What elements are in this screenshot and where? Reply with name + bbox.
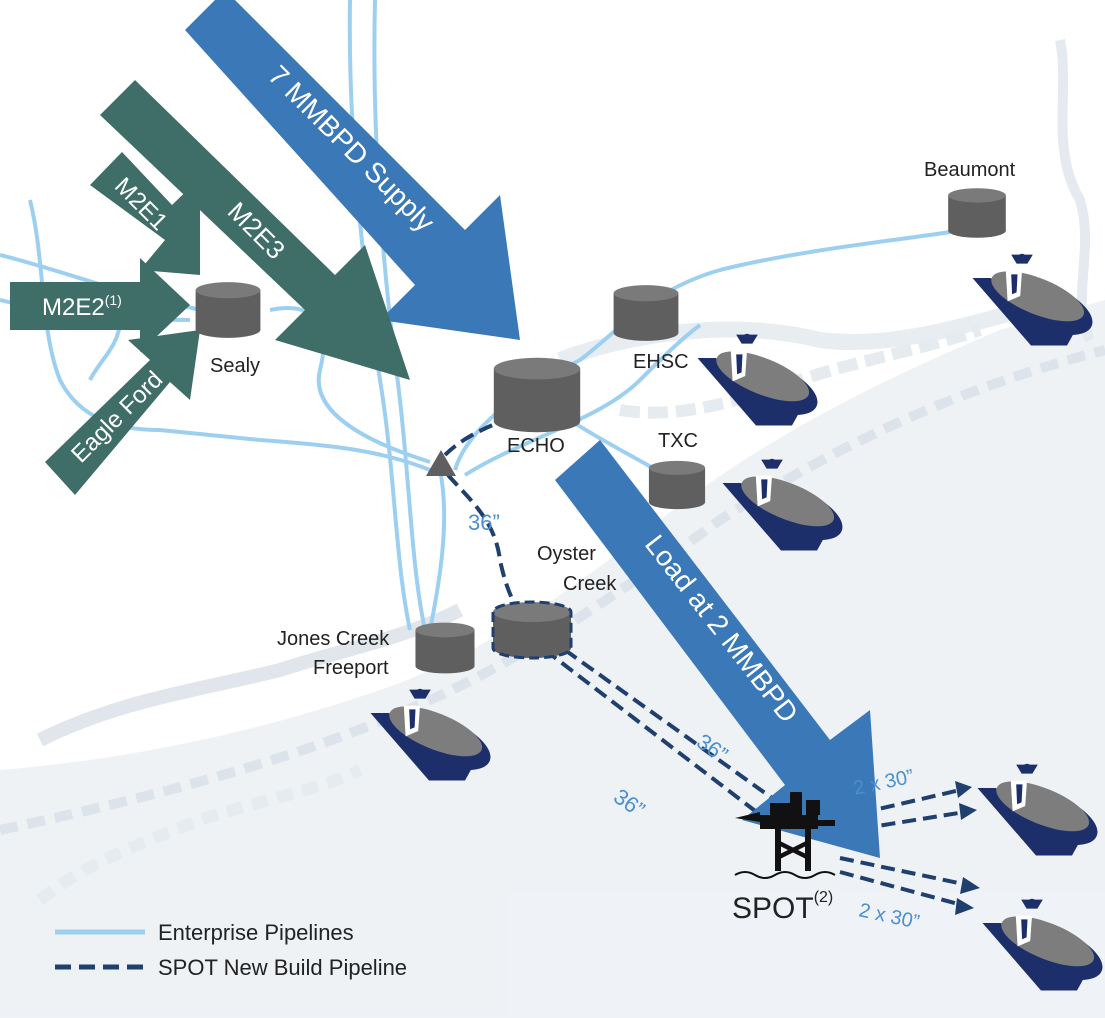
oyster-creek-label-line1: Oyster [537,543,596,565]
jones-creek-tank [415,622,475,674]
spot-label-sup: (2) [814,889,834,906]
echo-label: ECHO [507,435,565,457]
legend-spot-label: SPOT New Build Pipeline [158,955,407,980]
offshore-platform-icon [734,792,836,879]
oyster-creek-tank [491,600,573,660]
m2e2-arrow: M2E2(1) [10,258,190,352]
m2e2-arrow-label: M2E2(1) [42,292,122,321]
beaumont-tank [948,188,1006,238]
legend: Enterprise Pipelines SPOT New Build Pipe… [55,920,407,980]
beaumont-label: Beaumont [924,159,1016,181]
pipe-size-echo-oyster: 36” [468,510,500,535]
jones-creek-label-line2: Freeport [313,657,389,679]
m2e2-label-sup: (1) [105,292,122,308]
txc-label: TXC [658,430,698,452]
echo-tank [493,357,581,433]
ship-icon [697,333,826,428]
ehsc-label: EHSC [633,351,689,373]
eagle-ford-arrow: Eagle Ford [45,330,200,495]
spot-label: SPOT(2) [732,889,833,925]
eagle-ford-arrow-label: Eagle Ford [66,366,168,468]
jones-creek-label-line1: Jones Creek [277,628,390,650]
spot-label-main: SPOT [732,892,814,925]
coastline [0,39,1105,1018]
junction-triangle-icon [426,450,456,476]
txc-tank [648,460,706,510]
legend-enterprise-label: Enterprise Pipelines [158,920,354,945]
spot-pipelines [443,420,969,907]
m2e2-label-main: M2E2 [42,294,105,321]
spot-pipeline-arrowheads [955,781,980,915]
sealy-tank [195,282,261,338]
sealy-label: Sealy [210,355,260,377]
ehsc-tank [613,285,679,341]
oyster-creek-label-line2: Creek [563,573,617,595]
